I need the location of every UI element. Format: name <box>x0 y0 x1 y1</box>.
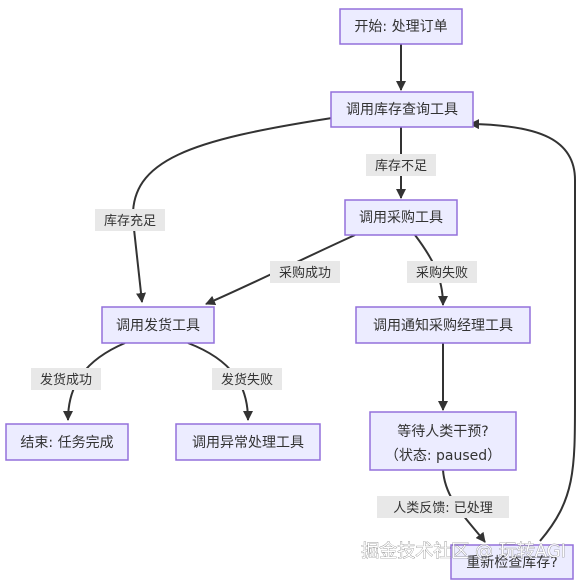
node-query-inventory: 调用库存查询工具 <box>330 91 474 128</box>
svg-text:结束: 任务完成: 结束: 任务完成 <box>20 435 113 451</box>
node-recheck: 重新检查库存? <box>450 544 574 580</box>
svg-text:（状态: paused）: （状态: paused） <box>385 448 501 464</box>
node-notify-manager: 调用通知采购经理工具 <box>355 306 531 344</box>
watermark-text: 掘金技术社区 @ 玩转AGI <box>361 541 566 562</box>
label-ship-failed: 发货失败 <box>221 372 273 388</box>
node-purchase: 调用采购工具 <box>344 199 458 236</box>
node-end: 结束: 任务完成 <box>5 423 129 461</box>
svg-text:调用发货工具: 调用发货工具 <box>116 317 200 334</box>
svg-text:等待人类干预?: 等待人类干预? <box>397 423 488 440</box>
edge-recheck-to-query <box>469 119 576 542</box>
edge-query-to-ship <box>131 117 333 303</box>
nodes: 开始: 处理订单 调用库存查询工具 调用采购工具 调用发货工具 调用通知采购经理… <box>5 8 574 580</box>
svg-text:调用库存查询工具: 调用库存查询工具 <box>346 102 458 118</box>
svg-text:开始: 处理订单: 开始: 处理订单 <box>354 19 447 35</box>
node-exception: 调用异常处理工具 <box>175 423 321 461</box>
node-start: 开始: 处理订单 <box>339 8 463 45</box>
label-purchase-success: 采购成功 <box>279 265 331 281</box>
svg-text:调用通知采购经理工具: 调用通知采购经理工具 <box>373 317 513 334</box>
label-human-feedback: 人类反馈: 已处理 <box>393 501 493 516</box>
label-ship-success: 发货成功 <box>40 372 92 388</box>
label-stock-insufficient: 库存不足 <box>375 158 427 174</box>
svg-text:调用异常处理工具: 调用异常处理工具 <box>192 435 304 451</box>
node-wait-human: 等待人类干预? （状态: paused） <box>369 411 517 471</box>
edge-labels: 库存不足 库存充足 采购成功 采购失败 发货成功 发货失败 人类反馈: 已处理 <box>31 154 509 518</box>
label-stock-sufficient: 库存充足 <box>104 213 156 229</box>
svg-text:重新检查库存?: 重新检查库存? <box>466 555 557 571</box>
svg-text:调用采购工具: 调用采购工具 <box>359 210 443 226</box>
node-ship: 调用发货工具 <box>101 306 215 344</box>
label-purchase-failed: 采购失败 <box>416 265 468 281</box>
